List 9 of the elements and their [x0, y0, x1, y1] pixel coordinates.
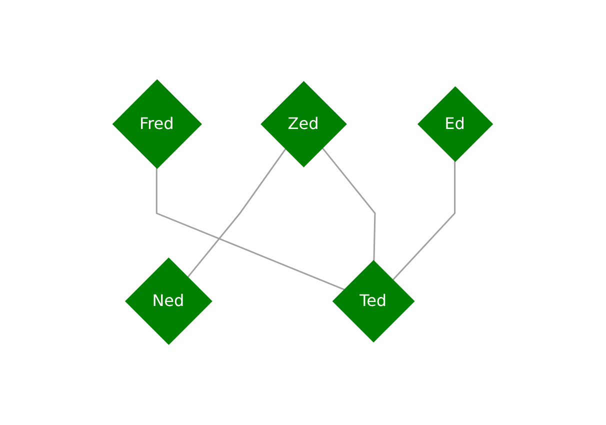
connector	[156, 168, 345, 291]
connector	[187, 148, 286, 278]
connector	[392, 162, 456, 282]
node-diamond: Fred	[112, 80, 202, 170]
node-diamond: Zed	[260, 81, 348, 168]
connector	[322, 148, 376, 262]
node-diamond: Ted	[332, 260, 416, 343]
node-diamond: Ed	[418, 86, 494, 162]
node-diamond: Ned	[125, 258, 213, 346]
